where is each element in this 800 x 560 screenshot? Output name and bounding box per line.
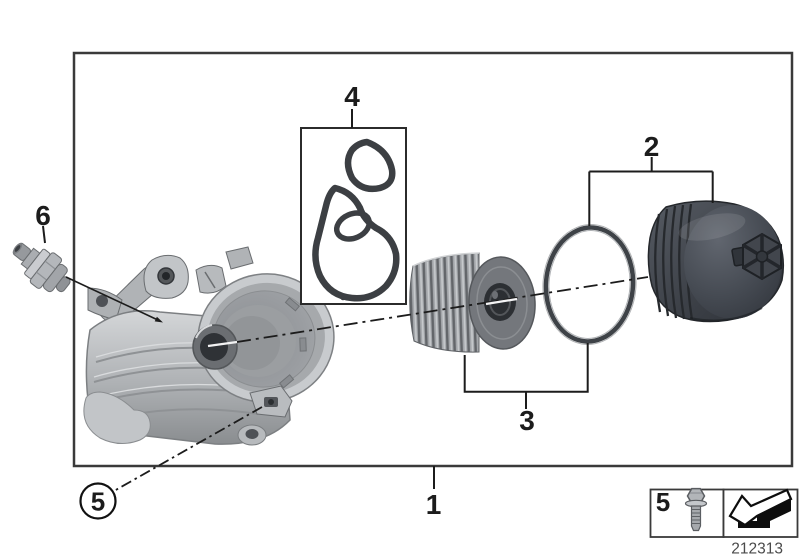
callout-4-label[interactable]: 4 bbox=[344, 81, 360, 112]
legend-screw-cell bbox=[649, 488, 725, 538]
callout-5-label[interactable]: 5 bbox=[91, 487, 105, 517]
o-ring-illustration bbox=[542, 224, 637, 345]
legend-screw-number: 5 bbox=[656, 487, 670, 517]
callout-2[interactable]: 2 bbox=[588, 131, 714, 226]
axis-line-highlight-filter bbox=[485, 297, 518, 306]
bolt-icon bbox=[684, 487, 708, 532]
callout-6-label[interactable]: 6 bbox=[35, 200, 51, 231]
legend-table: 5 bbox=[649, 487, 799, 538]
callout-1-label[interactable]: 1 bbox=[426, 489, 442, 520]
callout-2-label[interactable]: 2 bbox=[644, 131, 660, 162]
cap-hex-drive-boss bbox=[731, 232, 782, 281]
axis-line-highlight-bore bbox=[207, 340, 238, 348]
sensor-leader-line bbox=[65, 276, 163, 323]
callout-6[interactable]: 6 bbox=[35, 200, 51, 244]
oil-filter-housing-illustration bbox=[83, 246, 335, 446]
assembly-axis-line bbox=[236, 276, 649, 343]
callout-5-circle[interactable]: 5 bbox=[79, 482, 117, 520]
filter-cap-illustration bbox=[647, 200, 785, 323]
callout-3[interactable]: 3 bbox=[463, 343, 589, 436]
filter-element-illustration bbox=[409, 252, 536, 353]
callout-3-label[interactable]: 3 bbox=[519, 405, 535, 436]
gasket-illustration bbox=[312, 138, 400, 302]
callout-1[interactable]: 1 bbox=[426, 466, 442, 520]
oil-pressure-sensor-illustration bbox=[12, 242, 71, 293]
callout-4[interactable]: 4 bbox=[344, 81, 360, 128]
drawing-number: 212313 bbox=[731, 541, 783, 558]
screw-leader-line bbox=[113, 406, 263, 492]
replacement-direction-arrow-icon bbox=[728, 488, 793, 528]
